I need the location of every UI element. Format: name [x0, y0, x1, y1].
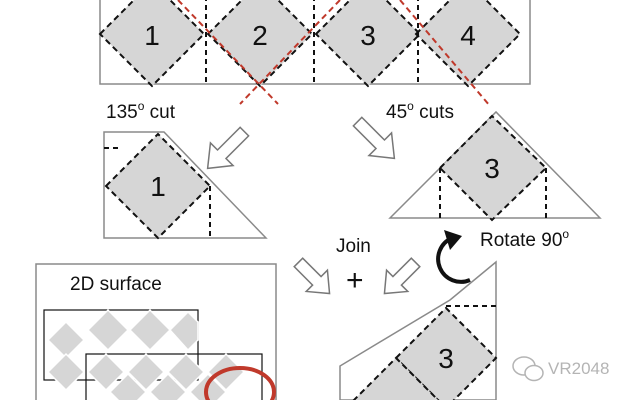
triangle-tile-3	[438, 114, 548, 222]
rotated-piece: 3	[339, 260, 498, 405]
triangle-tile-label: 3	[484, 153, 500, 184]
cut-135-label: 135o cut	[106, 99, 176, 123]
hollow-arrow-icon	[206, 126, 250, 170]
red-cut-135b	[239, 0, 341, 105]
watermark-text: VR2048	[548, 359, 609, 378]
surface-panel: 2D surface	[35, 263, 277, 405]
surface-tiles	[46, 308, 246, 405]
surface-outline	[35, 263, 277, 405]
surface-label: 2D surface	[70, 274, 162, 295]
strip-tile-label-2: 2	[252, 20, 268, 51]
watermark: VR2048	[512, 356, 609, 382]
piece-tile-label: 1	[150, 171, 166, 202]
strip-tile-label-4: 4	[460, 20, 476, 51]
strip-tile-label-1: 1	[144, 20, 160, 51]
rotate-arrow-icon	[436, 230, 471, 284]
piece-45-cuts: 3	[388, 110, 602, 222]
piece-outline	[103, 131, 268, 239]
plus-sign: +	[346, 264, 364, 297]
red-cut-45	[399, 0, 491, 107]
strip-outline	[99, 0, 531, 85]
rotated-outline	[339, 260, 497, 401]
wechat-icon	[512, 356, 544, 382]
join-label: Join	[336, 236, 371, 257]
rotated-tile-label: 3	[438, 343, 454, 374]
strip-tile-label-3: 3	[360, 20, 376, 51]
hollow-arrow-icon	[352, 116, 396, 160]
rotate-label: Rotate 90o	[480, 227, 569, 251]
rotated-tile-partial	[347, 356, 445, 405]
top-strip: 1 2 3 4	[98, 0, 531, 107]
strip-tile-1	[98, 0, 206, 88]
piece-135-cut: 1	[103, 131, 268, 240]
highlight-circle	[204, 366, 276, 405]
strip-tile-4	[414, 0, 522, 88]
strip-tile-3	[314, 0, 422, 88]
cut-45-label: 45o cuts	[386, 99, 454, 123]
hollow-arrow-icon	[293, 257, 331, 295]
piece-tile-1	[104, 132, 212, 240]
red-cut-135	[177, 0, 279, 105]
hollow-arrow-icon	[383, 257, 421, 295]
